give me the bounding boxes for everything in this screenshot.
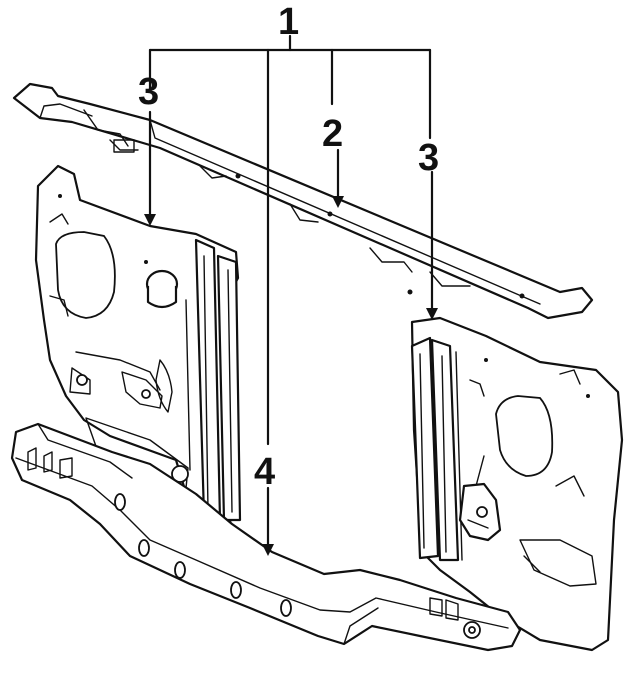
upper-tie-bar bbox=[12, 82, 594, 320]
callout-3-right: 3 bbox=[418, 137, 439, 179]
right-side-panel bbox=[410, 316, 624, 652]
callout-leaders bbox=[144, 34, 438, 556]
callout-4: 4 bbox=[254, 451, 275, 493]
callout-3-left: 3 bbox=[138, 71, 159, 113]
callout-2: 2 bbox=[322, 113, 343, 155]
left-side-panel bbox=[34, 164, 242, 530]
callout-1: 1 bbox=[278, 1, 299, 43]
lower-tie-bar bbox=[10, 422, 522, 652]
